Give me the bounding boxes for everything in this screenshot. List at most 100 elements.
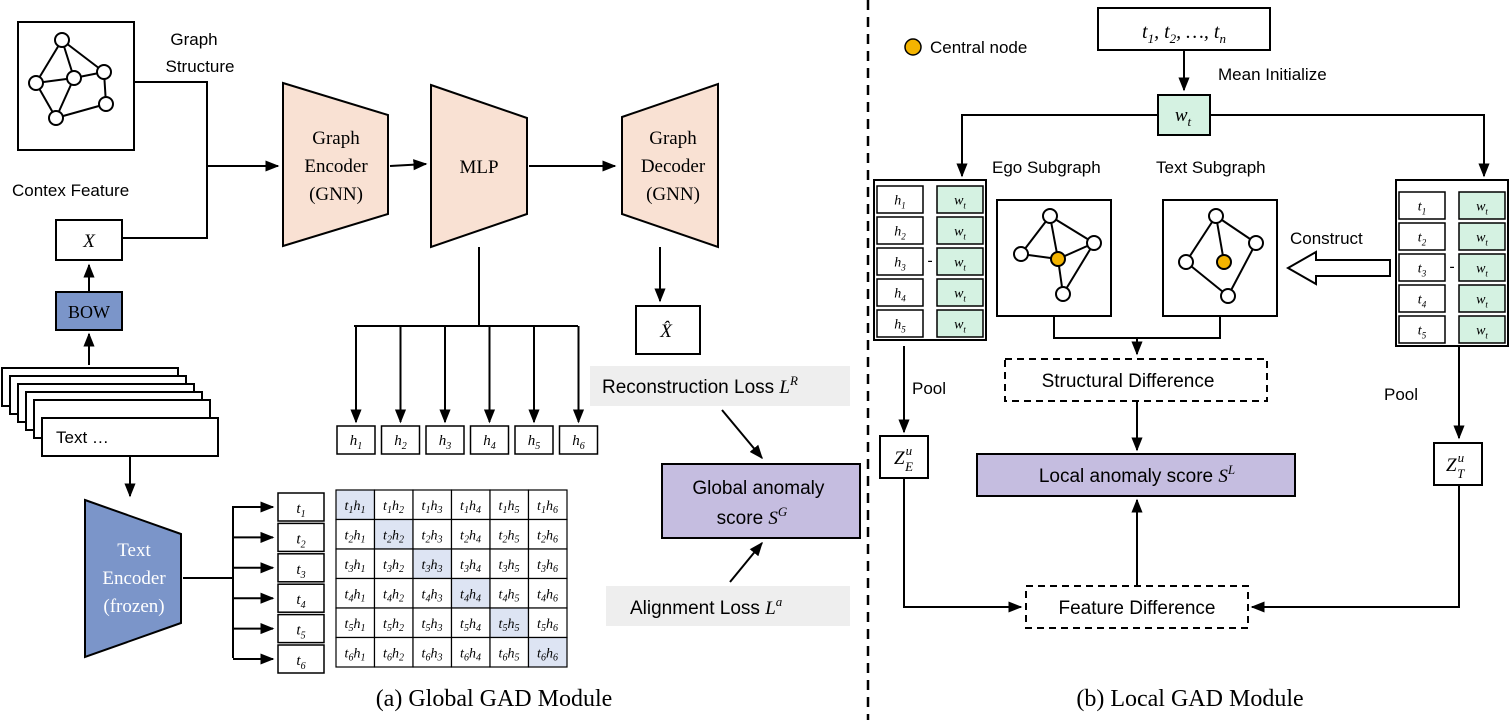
matrix-cell-label: t4h5 — [499, 588, 520, 605]
alignment-loss-bg — [606, 586, 850, 626]
feature-cell — [876, 278, 924, 307]
h-label: h2 — [394, 433, 407, 452]
w-cell — [936, 185, 984, 214]
matrix-cell-label: t5h5 — [499, 617, 520, 634]
matrix-cell — [335, 489, 376, 521]
t-label: t1 — [296, 501, 305, 520]
feature-cell-label: t2 — [1418, 231, 1427, 248]
local-caption: (b) Local GAD Module — [1076, 686, 1303, 712]
w-cell — [936, 247, 984, 276]
feature-cell — [1398, 315, 1446, 344]
matrix-cell-label: t1h1 — [345, 499, 366, 516]
feature-cell-label: h2 — [894, 225, 906, 242]
matrix-cell-label: t5h2 — [383, 617, 404, 634]
t-label: t4 — [296, 592, 305, 611]
minus-sign: - — [927, 253, 932, 270]
w-cell — [1458, 315, 1506, 344]
matrix-cell-label: t1h6 — [537, 499, 558, 516]
matrix-cell-label: t2h4 — [460, 529, 481, 546]
matrix-cell-label: t4h4 — [460, 588, 481, 605]
w-cell-label: wt — [1476, 262, 1488, 279]
text-document-stack — [1, 367, 219, 457]
matrix-cell — [489, 518, 530, 550]
feature-cell — [876, 185, 924, 214]
ze-box — [879, 435, 929, 479]
matrix-cell-label: t4h6 — [537, 588, 558, 605]
matrix-cell-label: t6h6 — [537, 647, 558, 664]
t-sequence-label: t1, t2, …, tn — [1142, 21, 1226, 46]
feature-cell-label: t1 — [1418, 200, 1426, 217]
matrix-cell-label: t3h5 — [499, 558, 520, 575]
matrix-cell — [527, 636, 568, 668]
matrix-cell — [489, 636, 530, 668]
structural-difference-label: Structural Difference — [1042, 371, 1215, 392]
feature-cell — [1398, 222, 1446, 251]
matrix-cell — [527, 489, 568, 521]
t-box — [277, 522, 325, 553]
w-cell-label: wt — [1476, 231, 1488, 248]
bow-label: BOW — [68, 302, 110, 322]
matrix-cell-label: t6h5 — [499, 647, 520, 664]
feature-cell-label: h3 — [894, 256, 906, 273]
w-cell-label: wt — [954, 194, 966, 211]
central-node-legend-icon — [904, 38, 922, 56]
w-cell — [1458, 191, 1506, 220]
matrix-cell-label: t3h4 — [460, 558, 481, 575]
feature-cell — [1398, 253, 1446, 282]
graph-structure-box — [17, 21, 135, 151]
t-box — [277, 583, 325, 613]
matrix-cell — [412, 548, 453, 580]
w-cell-label: wt — [1476, 324, 1488, 341]
matrix-cell-label: t2h5 — [499, 529, 520, 546]
matrix-cell-label: t2h2 — [383, 529, 404, 546]
h-label: h1 — [350, 433, 363, 452]
construct-arrow — [1285, 250, 1391, 286]
matrix-cell-label: t4h3 — [422, 588, 443, 605]
matrix-cell-label: t1h5 — [499, 499, 520, 516]
matrix-cell-label: t3h6 — [537, 558, 558, 575]
matrix-cell-label: t5h3 — [422, 617, 443, 634]
context-feature-label: Contex Feature — [12, 181, 129, 200]
local-anomaly-score-label: Local anomaly score SL — [1039, 462, 1235, 487]
matrix-cell-label: t6h2 — [383, 647, 404, 664]
t-label: t3 — [296, 562, 305, 581]
pool-right-label: Pool — [1384, 385, 1418, 404]
mean-initialize-label: Mean Initialize — [1218, 65, 1327, 84]
w-cell — [1458, 253, 1506, 282]
x-box — [55, 219, 123, 261]
w-cell-label: wt — [954, 256, 966, 273]
global-anomaly-score-box — [661, 463, 861, 539]
matrix-cell — [373, 577, 414, 609]
matrix-cell-label: t1h4 — [460, 499, 481, 516]
matrix-cell — [489, 607, 530, 639]
minus-sign: - — [1449, 259, 1454, 276]
text-label: Text … — [56, 428, 109, 447]
central-node-label: Central node — [930, 38, 1027, 57]
bow-box — [55, 291, 123, 331]
feature-cell-label: h4 — [894, 287, 906, 304]
h-box — [514, 425, 554, 455]
w-cell-label: wt — [954, 287, 966, 304]
h-label: h4 — [483, 433, 496, 452]
matrix-cell — [527, 607, 568, 639]
matrix-cell — [412, 607, 453, 639]
matrix-cell-label: t5h6 — [537, 617, 558, 634]
w-cell — [936, 278, 984, 307]
matrix-cell-label: t6h4 — [460, 647, 481, 664]
t-box — [277, 553, 325, 583]
alignment-loss-label: Alignment Loss La — [630, 594, 783, 619]
reconstruction-loss-bg — [590, 366, 850, 406]
w-cell-label: wt — [954, 318, 966, 335]
pool-left-label: Pool — [912, 379, 946, 398]
feature-cell — [1398, 191, 1446, 220]
matrix-cell-label: t4h2 — [383, 588, 404, 605]
feature-cell — [1398, 284, 1446, 313]
graph-encoder-block — [282, 81, 389, 248]
matrix-cell — [373, 518, 414, 550]
matrix-cell-label: t5h1 — [345, 617, 366, 634]
